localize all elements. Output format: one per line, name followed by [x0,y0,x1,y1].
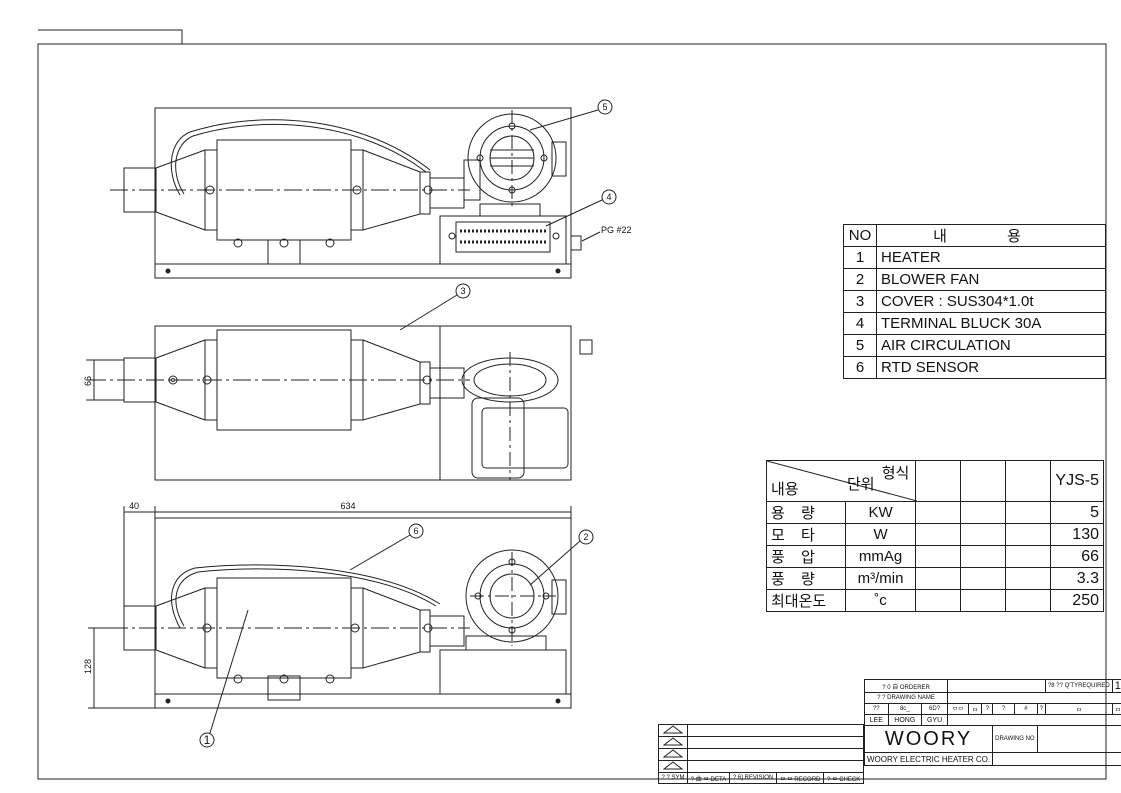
callouts [199,99,617,748]
sheet-border [37,43,1107,780]
revision-block: ? ? SYM ? 曲 ㅁ DETA ? 6] REVISION ㅁ ㅁ REC… [658,724,864,784]
diagonal-lines [767,461,917,501]
rev-header: ㅁ ㅁ RECORD [776,772,825,784]
drawing-no-label: DRAWING NO [992,725,1038,753]
parts-row: 1 HEATER [843,246,1106,269]
orderer-label: ? 0 自 ORDERER [863,679,949,693]
callout-1 [199,732,215,748]
callout-label-2: 2 [583,532,588,542]
parts-header-content: 내 용 [876,224,1106,247]
dim-634: 634 [340,501,355,511]
spec-item: 용 량 [766,501,846,524]
spec-row: 모 타 W 130 [766,523,1104,546]
parts-row: 5 AIR CIRCULATION [843,334,1106,357]
company-full-name: WOORY ELECTRIC HEATER CO. [863,752,994,766]
qty-label: ?8 ?? Q'TYREQUIRED [1044,679,1113,693]
spec-unit-label: 단위 [847,476,875,493]
spec-value: 130 [1050,523,1104,546]
spec-unit: W [844,523,917,546]
parts-row: 6 RTD SENSOR [843,356,1106,379]
parts-row: 3 COVER : SUS304*1.0t [843,290,1106,313]
spec-item: 모 타 [766,523,846,546]
spec-header-row: 형식 단위 내용 YJS-5 [765,460,1104,502]
parts-row-no: 6 [843,356,877,379]
qty-value: 1 [1111,679,1121,693]
spec-item: 풍 압 [766,545,846,568]
callout-3 [455,283,471,299]
callout-4 [601,189,617,205]
spec-row: 풍 량 m³/min 3.3 [766,567,1104,590]
callout-6 [408,523,424,539]
company-name: WOORY [863,725,994,753]
spec-item: 풍 량 [766,567,846,590]
parts-row-name: RTD SENSOR [876,356,1106,379]
dim-40: 40 [129,501,139,511]
parts-row-name: BLOWER FAN [876,268,1106,291]
dim-128: 128 [83,659,93,674]
spec-item: 최대온도 [766,589,846,612]
checker-name: HONG [887,714,923,726]
spec-row: 용 량 KW 5 [766,501,1104,524]
parts-row-name: AIR CIRCULATION [876,334,1106,357]
parts-row-no: 4 [843,312,877,335]
drawing-name-label: ? ? DRAWING NAME [863,692,949,704]
rev-header: ? ㅁ CHECK [823,772,864,784]
spec-unit: ˚c [844,589,917,612]
parts-row-no: 3 [843,290,877,313]
title-block: ? 0 自 ORDERER ?8 ?? Q'TYREQUIRED 1 ? ? D… [863,679,1121,766]
parts-row-name: TERMINAL BLUCK 30A [876,312,1106,335]
rev-header: ? 曲 ㅁ DETA [687,772,730,784]
spec-header-diagonal: 형식 단위 내용 [765,460,917,502]
rev-header: ? 6] REVISION [728,772,778,784]
spec-row: 풍 압 mmAg 66 [766,545,1104,568]
parts-row-no: 2 [843,268,877,291]
callout-5 [597,99,613,115]
callout-2 [578,529,594,545]
sheet-tab [38,29,183,44]
parts-row-no: 5 [843,334,877,357]
view-bottom [88,506,572,709]
spec-unit: m³/min [844,567,917,590]
view-top [110,107,582,279]
parts-row-name: COVER : SUS304*1.0t [876,290,1106,313]
spec-row: 최대온도 ˚c 250 [766,589,1104,612]
parts-row-name: HEATER [876,246,1106,269]
spec-table: 형식 단위 내용 YJS-5 용 량 KW 5 모 타 W 130 풍 압 mm… [765,460,1104,612]
dim-66: 66 [83,376,93,386]
callout-label-5: 5 [602,102,607,112]
parts-list-table: NO 내 용 1 HEATER 2 BLOWER FAN 3 COVER : S… [843,224,1106,379]
spec-value: 3.3 [1050,567,1104,590]
spec-item-label: 내용 [771,481,799,498]
callout-label-4: 4 [606,192,611,202]
parts-header-no: NO [843,224,877,247]
rev-header: ? ? SYM [658,772,688,784]
spec-type-label: 형식 [881,465,910,482]
spec-unit: KW [844,501,917,524]
spec-value: 250 [1050,589,1104,612]
callout-label-1: 1 [204,733,211,747]
spec-model: YJS-5 [1050,460,1104,502]
revision-header-row: ? ? SYM ? 曲 ㅁ DETA ? 6] REVISION ㅁ ㅁ REC… [658,772,864,784]
callout-label-6: 6 [413,526,418,536]
pg-label: PG #22 [601,225,632,235]
callout-label-3: 3 [460,286,465,296]
approver-name: GYU [921,714,949,726]
parts-row: 2 BLOWER FAN [843,268,1106,291]
spec-value: 66 [1050,545,1104,568]
parts-row-no: 1 [843,246,877,269]
spec-value: 5 [1050,501,1104,524]
parts-header-row: NO 내 용 [843,224,1106,247]
designer-name: LEE [864,714,889,726]
view-middle [86,325,593,481]
parts-row: 4 TERMINAL BLUCK 30A [843,312,1106,335]
spec-unit: mmAg [844,545,917,568]
